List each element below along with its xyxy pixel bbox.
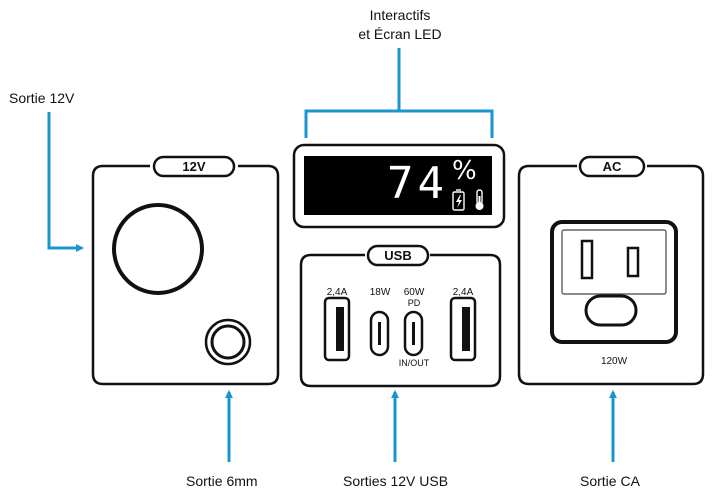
- ac-label-pill: [578, 155, 646, 178]
- twelve-v-arrow: [47, 112, 84, 252]
- ac-slot-left: [580, 239, 594, 280]
- thermometer-icon: [475, 189, 484, 210]
- twelve-v-label: 12V: [182, 159, 206, 174]
- usb-c-60w-pd: PD: [407, 298, 421, 308]
- usb-callout: Sorties 12V USB: [343, 473, 449, 489]
- cigarette-socket: [112, 203, 204, 295]
- usb-a-left-rating: 2,4A: [326, 287, 348, 298]
- usb-label-pill: [366, 244, 430, 267]
- led-display-panel: [292, 143, 506, 229]
- ac-panel: [517, 155, 705, 386]
- display-bracket: [304, 109, 494, 138]
- usb-label: USB: [384, 248, 412, 263]
- ac-label: AC: [602, 159, 622, 174]
- battery-percentage: 74: [387, 158, 448, 209]
- usb-c-60w-rating: 60W: [403, 287, 425, 298]
- percent-sign: %: [452, 156, 477, 186]
- led-screen: [304, 156, 492, 215]
- display-callout-line2: et Écran LED: [358, 26, 442, 42]
- six-mm-socket-inner: [210, 324, 246, 360]
- six-mm-callout: Sortie 6mm: [186, 473, 258, 489]
- display-callout-line1: Interactifs: [369, 7, 431, 23]
- ac-ground-hole: [584, 294, 638, 327]
- ac-slot-right: [626, 246, 640, 278]
- callout-lines: [47, 48, 617, 462]
- usb-c-18w-rating: 18W: [369, 287, 391, 298]
- usb-panel: [299, 244, 502, 388]
- six-mm-socket-outer: [204, 318, 252, 366]
- ac-callout: Sortie CA: [580, 473, 640, 489]
- battery-charging-icon: [452, 189, 465, 211]
- usb-c-60w-in-out: IN/OUT: [398, 358, 430, 368]
- twelve-v-label-pill: [152, 155, 236, 178]
- usb-a-right-rating: 2,4A: [452, 287, 474, 298]
- ac-outlet-face: [561, 229, 667, 295]
- twelve-v-panel: [91, 155, 280, 386]
- ac-rating: 120W: [600, 356, 628, 367]
- display-callout: Interactifs et Écran LED: [0, 6, 712, 44]
- twelve-v-callout: Sortie 12V: [9, 90, 75, 106]
